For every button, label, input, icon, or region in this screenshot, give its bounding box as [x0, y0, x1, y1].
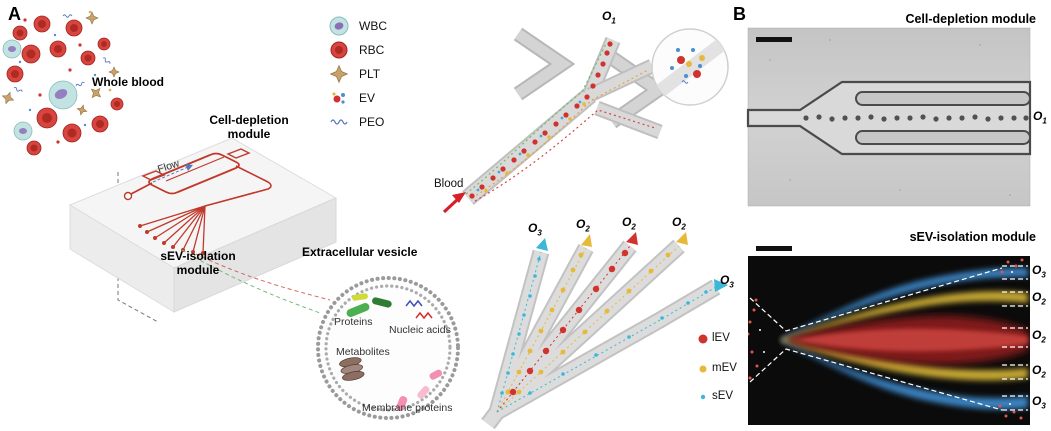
image-specks [769, 39, 1011, 196]
legend-label-wbc: WBC [359, 19, 387, 33]
chip-illustration [68, 137, 338, 323]
scale-bar-bottom [756, 246, 792, 251]
micrograph-bottom-outlet-o2-b: O2 [1032, 328, 1046, 345]
wbc-icon [329, 16, 349, 36]
micrograph-bottom-title: sEV-isolation module [909, 230, 1036, 244]
panel-a-label: A [8, 4, 21, 24]
scale-bar-top [756, 37, 792, 42]
mev-legend-label: mEV [712, 362, 737, 374]
ev-icon [332, 92, 345, 104]
channel-outline-dashed [749, 265, 1028, 411]
flow-arrow [152, 164, 193, 183]
fluorescent-streams [782, 267, 1028, 410]
depletion-schematic [442, 27, 729, 214]
micrograph-sev-isolation [748, 246, 1030, 425]
iso-outlet-o3-right: O3 [720, 273, 734, 290]
zoom-inset [651, 28, 729, 106]
output-dashed-lines [181, 249, 331, 314]
legend-row-rbc: RBC [328, 38, 387, 62]
rbc-cells [6, 15, 124, 156]
blood-inlet-label: Blood [434, 178, 464, 190]
ev-particles [18, 10, 112, 144]
vesicle-membrane-proteins [396, 369, 443, 411]
micrograph-cell-depletion [746, 27, 1032, 207]
blood-inlet-arrow [442, 192, 466, 214]
micrograph-bottom-outlet-o2-a: O2 [1032, 290, 1046, 307]
legend-row-wbc: WBC [328, 14, 387, 38]
vesicle-illustration [316, 276, 460, 420]
outlet-o1-label: O1 [602, 9, 616, 26]
cell-depletion-module-label: Cell-depletion module [209, 113, 289, 141]
nucleic-acids-label: Nucleic acids [389, 324, 451, 336]
micrograph-top-outlet-o1: O1 [1033, 109, 1047, 126]
cell-depletion-channel [123, 148, 272, 207]
whole-blood-illustration [1, 10, 124, 156]
legend-label-ev: EV [359, 91, 376, 105]
metabolites-label: Metabolites [336, 346, 390, 358]
legend-row-plt: PLT [328, 62, 387, 86]
micrograph-top-title: Cell-depletion module [905, 12, 1036, 26]
panel-b-label: B [733, 4, 746, 24]
membrane-proteins-label: Membrane proteins [362, 402, 453, 414]
rbc-trace-dots [469, 41, 613, 199]
mev-dots [505, 252, 671, 395]
plt-icon [329, 64, 349, 84]
scattered-particles [748, 258, 1024, 420]
peo-icon [330, 119, 348, 125]
proteins-label: Proteins [334, 316, 373, 328]
micrograph-bottom-outlet-o3-bottom: O3 [1032, 394, 1046, 411]
legend-label-plt: PLT [359, 67, 381, 81]
micrograph-bottom-outlet-o3-top: O3 [1032, 263, 1046, 280]
sev-isolation-module-label: sEV-isolation module [160, 249, 236, 277]
outlet-arrows [536, 232, 728, 292]
iso-outlet-o2-a: O2 [576, 217, 590, 234]
vesicle-proteins [346, 293, 392, 317]
legend-row-ev: EV [328, 86, 387, 110]
sev-isolation-channel [138, 205, 206, 255]
iso-outlet-o2-c: O2 [672, 215, 686, 232]
ev-size-legend-dots [698, 334, 708, 400]
isolation-schematic [481, 232, 728, 430]
iso-outlet-o3-left: O3 [528, 221, 542, 238]
cell-legend: WBC RBC PLT EV PEO [328, 14, 387, 134]
legend-label-rbc: RBC [359, 43, 385, 57]
wbc-cells [2, 39, 78, 141]
lev-legend-label: lEV [712, 332, 730, 344]
whole-blood-label: Whole blood [92, 75, 164, 89]
other-trace-dots [476, 100, 586, 193]
platelet-cells [1, 11, 120, 116]
legend-label-peo: PEO [359, 115, 385, 129]
iso-outlet-o2-b: O2 [622, 215, 636, 232]
focused-particles [803, 114, 1029, 122]
sev-dots [500, 257, 708, 395]
rbc-icon [330, 41, 348, 59]
peo-squiggles [13, 14, 111, 92]
micrograph-bottom-outlet-o2-c: O2 [1032, 363, 1046, 380]
sev-legend-label: sEV [712, 390, 734, 402]
legend-row-peo: PEO [328, 110, 387, 134]
lev-dots [509, 249, 629, 396]
vesicle-metabolites [339, 357, 365, 381]
extracellular-vesicle-label: Extracellular vesicle [302, 245, 418, 259]
vesicle-nucleic-acids [405, 299, 433, 320]
